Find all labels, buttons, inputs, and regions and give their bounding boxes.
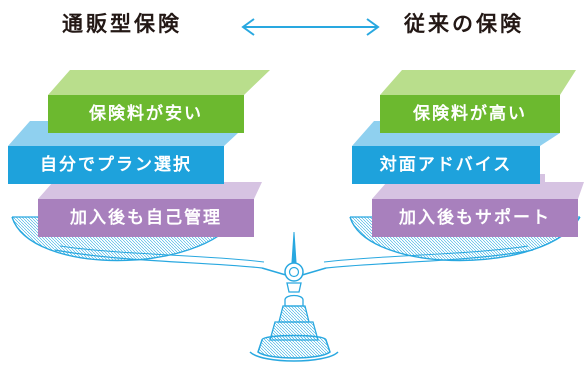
right-item-premium: 保険料が高い <box>380 95 560 133</box>
scale-pointer <box>284 231 304 293</box>
scale-stand <box>249 294 339 362</box>
double-arrow-icon <box>241 18 380 36</box>
title-mail-order-insurance: 通販型保険 <box>62 12 182 36</box>
left-item-self-management: 加入後も自己管理 <box>38 199 254 237</box>
left-item-plan-selection: 自分でプラン選択 <box>8 146 224 184</box>
right-item-support: 加入後もサポート <box>372 199 578 237</box>
title-traditional-insurance: 従来の保険 <box>404 12 524 36</box>
left-item-premium: 保険料が安い <box>48 95 244 133</box>
right-item-face-to-face: 対面アドバイス <box>352 146 540 184</box>
